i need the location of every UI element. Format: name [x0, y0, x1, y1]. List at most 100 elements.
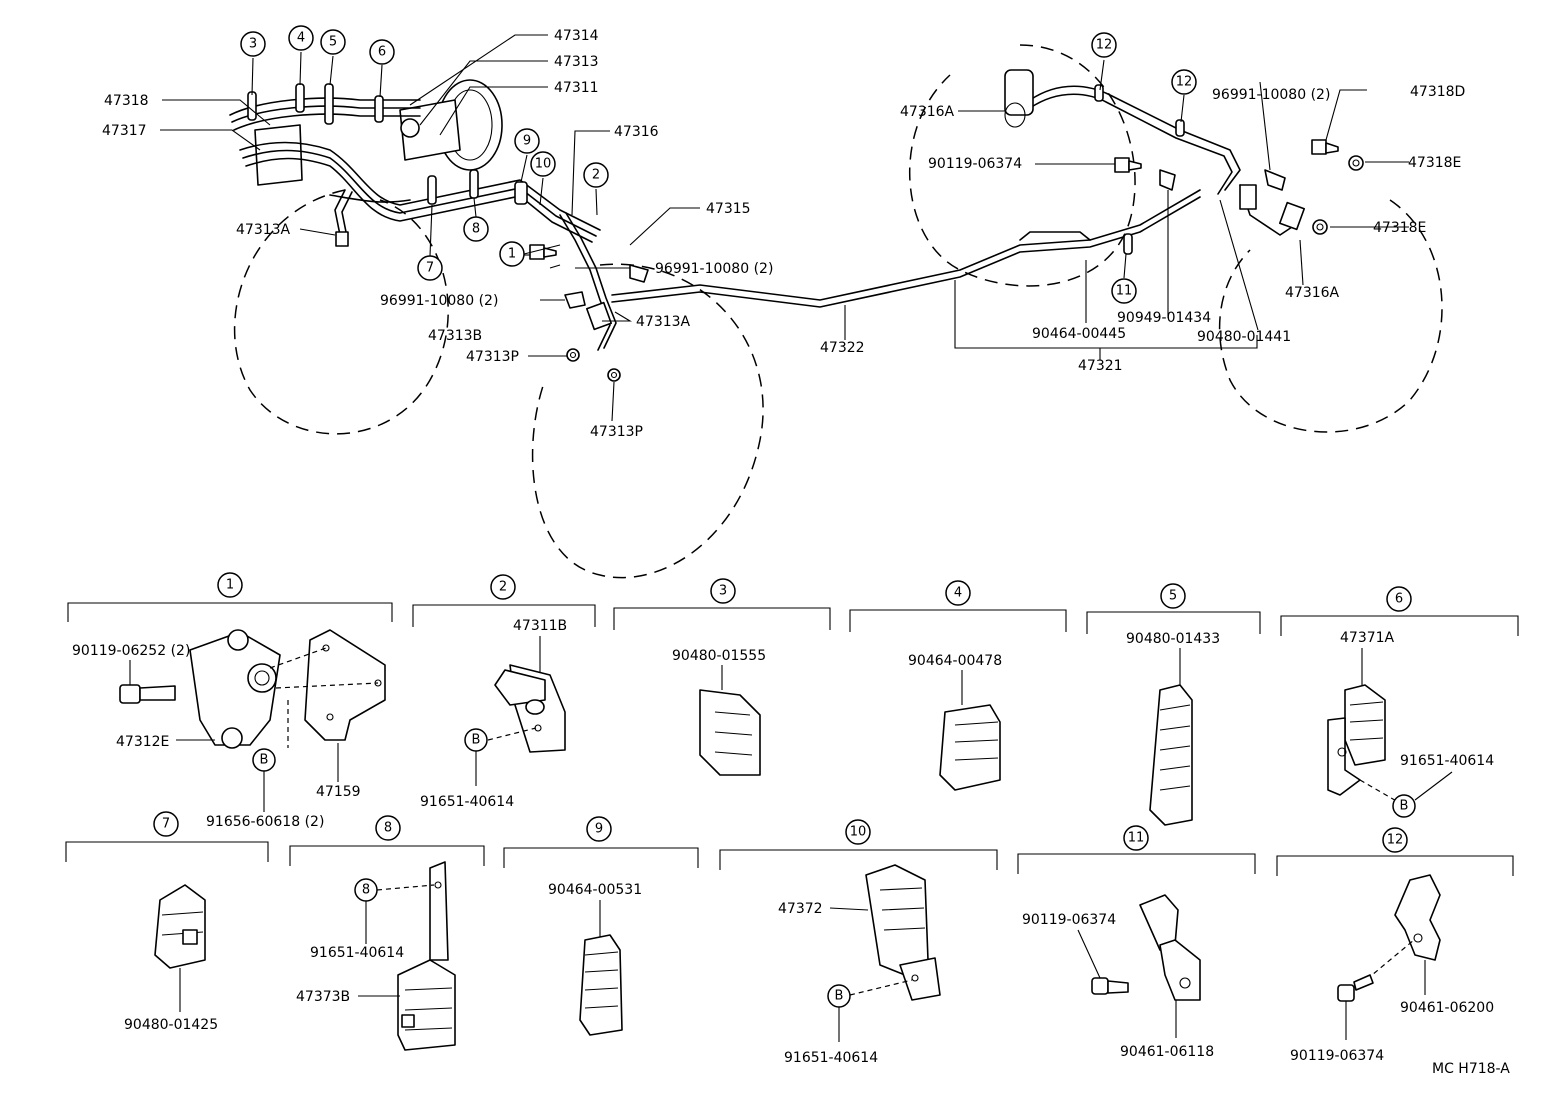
detail-panels: 1 90119-06252 (2) 47312E B 47159 91656-6…: [65, 572, 1519, 1077]
callout-12-a: 12: [1091, 32, 1117, 58]
svg-text:47371A: 47371A: [1340, 630, 1395, 646]
svg-text:B: B: [472, 733, 481, 748]
svg-text:4: 4: [297, 31, 305, 46]
svg-text:90480-01555: 90480-01555: [672, 648, 766, 664]
union-bolt-47318d: [1311, 139, 1327, 155]
svg-text:8: 8: [362, 883, 370, 898]
svg-text:47373B: 47373B: [296, 989, 350, 1005]
detail-panel-10: 10 47372 B 91651-40614: [719, 819, 998, 1066]
svg-text:B: B: [835, 989, 844, 1004]
detail-panel-9: 9 90464-00531: [503, 816, 699, 1036]
svg-text:12: 12: [1176, 75, 1193, 90]
front-right-wheel-area: [531, 263, 764, 579]
svg-text:11: 11: [1116, 284, 1133, 299]
svg-text:91656-60618 (2): 91656-60618 (2): [206, 814, 324, 830]
label-47316a-right: 47316A: [1285, 285, 1340, 301]
detail-panel-5: 5 90480-01433: [1086, 583, 1261, 826]
svg-text:3: 3: [719, 584, 727, 599]
callout-10: 10: [530, 151, 556, 177]
svg-text:4: 4: [954, 586, 962, 601]
detail-panel-4: 4 90464-00478: [849, 580, 1067, 791]
label-96991-b: 96991-10080 (2): [380, 293, 498, 309]
label-47313: 47313: [554, 54, 599, 70]
front-left-wheel-area: [233, 189, 449, 435]
svg-text:2: 2: [592, 168, 600, 183]
svg-text:90461-06200: 90461-06200: [1400, 1000, 1494, 1016]
svg-text:1: 1: [226, 578, 234, 593]
label-47313a-left: 47313A: [236, 222, 291, 238]
detail-panel-2: 2 47311B B 91651-40614: [412, 574, 596, 810]
callout-5: 5: [320, 29, 346, 55]
svg-text:47159: 47159: [316, 784, 361, 800]
label-47314: 47314: [554, 28, 599, 44]
svg-text:90464-00531: 90464-00531: [548, 882, 642, 898]
gasket-47313p-b: [607, 368, 621, 382]
svg-text:6: 6: [1395, 592, 1403, 607]
svg-text:B: B: [1400, 799, 1409, 814]
svg-text:8: 8: [384, 821, 392, 836]
label-96991-c: 96991-10080 (2): [1212, 87, 1330, 103]
rear-left-wheel-area: [908, 44, 1136, 287]
label-47318d: 47318D: [1410, 84, 1465, 100]
svg-text:47312E: 47312E: [116, 734, 169, 750]
gasket-47318e-a: [1348, 155, 1364, 171]
label-47317: 47317: [102, 123, 147, 139]
svg-text:7: 7: [162, 817, 170, 832]
svg-text:91651-40614: 91651-40614: [420, 794, 514, 810]
leader-lines: [160, 34, 1409, 422]
label-90480-01441: 90480-01441: [1197, 329, 1291, 345]
label-47318e-a: 47318E: [1408, 155, 1461, 171]
callout-8: 8: [463, 216, 489, 242]
svg-text:1: 1: [508, 247, 516, 262]
callout-11: 11: [1111, 278, 1137, 304]
svg-text:90119-06374: 90119-06374: [1290, 1048, 1384, 1064]
gasket-47318e-b: [1312, 219, 1328, 235]
svg-text:90480-01425: 90480-01425: [124, 1017, 218, 1033]
svg-text:90464-00478: 90464-00478: [908, 653, 1002, 669]
svg-text:7: 7: [426, 261, 434, 276]
svg-text:6: 6: [378, 45, 386, 60]
svg-text:2: 2: [499, 580, 507, 595]
rear-right-wheel-area: [1218, 199, 1443, 433]
svg-text:9: 9: [523, 134, 531, 149]
callout-1: 1: [499, 241, 525, 267]
detail-panel-12: 12 90119-06374 90461-06200: [1276, 827, 1514, 1064]
callout-2: 2: [583, 162, 609, 188]
svg-text:12: 12: [1096, 38, 1113, 53]
detail-panel-1: 1 90119-06252 (2) 47312E B 47159 91656-6…: [67, 572, 393, 830]
svg-text:47372: 47372: [778, 901, 823, 917]
callout-12-b: 12: [1171, 69, 1197, 95]
label-90464-00445: 90464-00445: [1032, 326, 1126, 342]
proportioning-valve: [254, 124, 303, 186]
detail-panel-6: 6 47371A B 91651-40614: [1280, 586, 1519, 818]
label-47318: 47318: [104, 93, 149, 109]
label-47313p-b: 47313P: [590, 424, 643, 440]
detail-panel-11: 11 90119-06374 90461-06118: [1017, 825, 1256, 1060]
label-47316a-top: 47316A: [900, 104, 955, 120]
svg-text:10: 10: [535, 157, 552, 172]
callout-6: 6: [369, 39, 395, 65]
label-47322: 47322: [820, 340, 865, 356]
detail-panel-8: 8 8 91651-40614 47373B: [289, 815, 485, 1051]
detail-panel-3: 3 90480-01555: [613, 578, 831, 776]
svg-text:10: 10: [850, 825, 867, 840]
svg-text:90119-06252 (2): 90119-06252 (2): [72, 643, 190, 659]
detail-panel-7: 7 90480-01425: [65, 811, 269, 1033]
callout-4: 4: [288, 25, 314, 51]
svg-text:91651-40614: 91651-40614: [784, 1050, 878, 1066]
svg-text:91651-40614: 91651-40614: [310, 945, 404, 961]
label-47318e-b: 47318E: [1373, 220, 1426, 236]
svg-text:5: 5: [1169, 589, 1177, 604]
label-47321: 47321: [1078, 358, 1123, 374]
label-96991-a: 96991-10080 (2): [655, 261, 773, 277]
label-47313a-mid: 47313A: [636, 314, 691, 330]
svg-text:47311B: 47311B: [513, 618, 567, 634]
label-47315: 47315: [706, 201, 751, 217]
bolt-90119-06374-top: [1114, 157, 1130, 173]
label-47311: 47311: [554, 80, 599, 96]
svg-text:3: 3: [249, 37, 257, 52]
rear-brake-tube: [611, 189, 1201, 301]
diagram-code: MC H718-A: [1432, 1061, 1510, 1077]
svg-text:B: B: [260, 753, 269, 768]
